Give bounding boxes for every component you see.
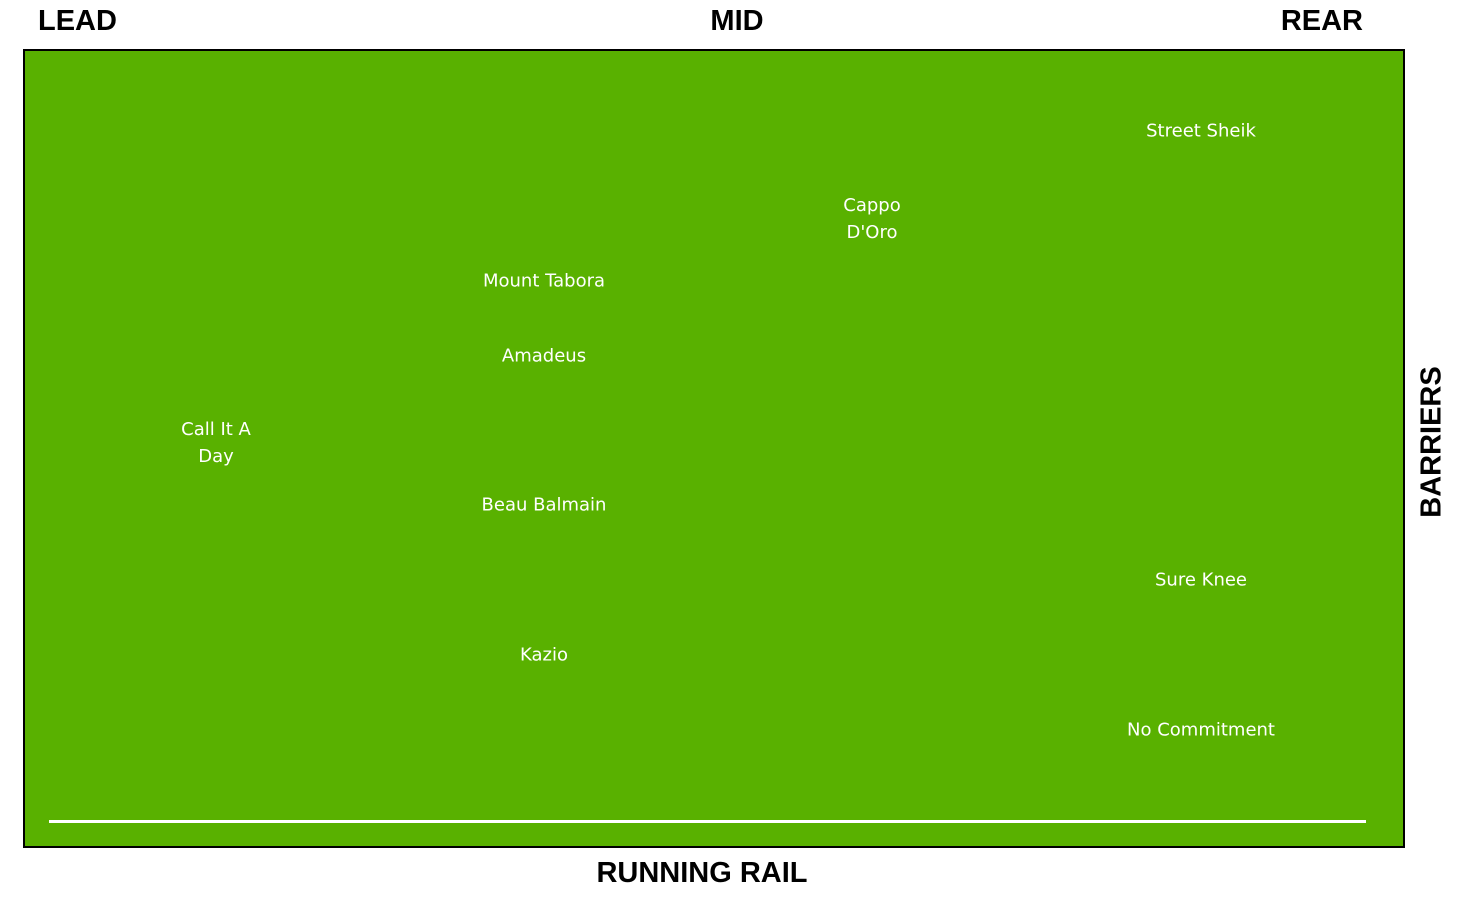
- running-rail-line: [49, 820, 1366, 823]
- horse-label-call-it-a-day: Call It A Day: [181, 419, 251, 467]
- horse-label-street-sheik: Street Sheik: [1146, 120, 1256, 142]
- horse-label-mount-tabora: Mount Tabora: [482, 270, 606, 292]
- horse-label-amadeus: Amadeus: [501, 345, 587, 367]
- horse-label-beau-balmain: Beau Balmain: [481, 494, 607, 516]
- race-field: Street Sheik Cappo D'Oro Mount Tabora Am…: [23, 49, 1405, 848]
- mid-label: MID: [710, 5, 764, 37]
- rear-label: REAR: [1280, 5, 1363, 37]
- lead-label: LEAD: [38, 5, 117, 37]
- horse-label-sure-knee: Sure Knee: [1155, 569, 1247, 591]
- horse-label-no-commitment: No Commitment: [1127, 719, 1275, 741]
- running-rail-label: RUNNING RAIL: [596, 857, 808, 889]
- horse-label-cappo-doro: Cappo D'Oro: [843, 195, 901, 243]
- horse-label-kazio: Kazio: [520, 644, 568, 666]
- barriers-label: BARRIERS: [1415, 366, 1448, 518]
